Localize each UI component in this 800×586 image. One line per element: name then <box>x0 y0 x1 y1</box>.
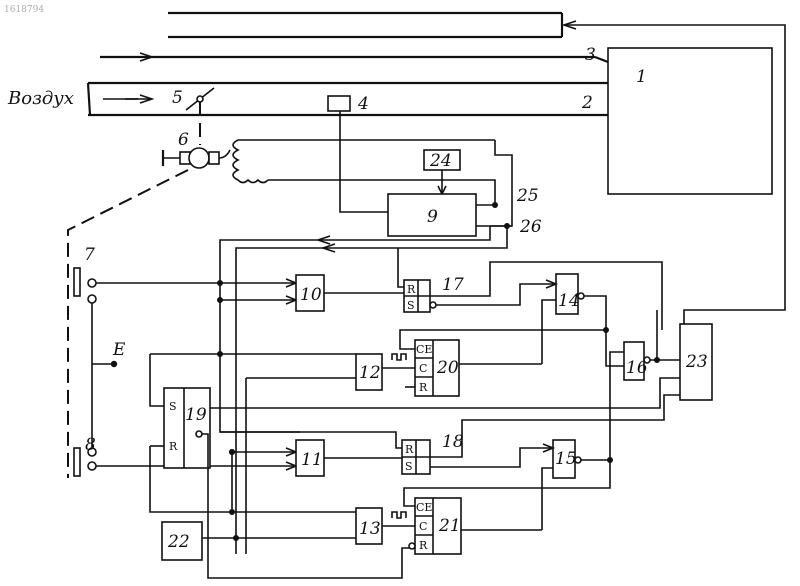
switch-7 <box>74 268 96 303</box>
inverter-bubble <box>575 457 581 463</box>
pin-r-20: R <box>419 381 428 394</box>
document-number: 1618794 <box>4 5 44 15</box>
pin-r-17: R <box>407 283 416 296</box>
label-7: 7 <box>84 245 95 265</box>
pin-s-18: S <box>405 460 413 473</box>
block-1-label: 1 <box>636 67 647 87</box>
block-4-label: 4 <box>357 94 369 114</box>
pulse-symbol <box>392 354 406 360</box>
block-22-label: 22 <box>167 532 190 552</box>
junction <box>217 351 223 357</box>
gate-15-label: 15 <box>555 449 577 469</box>
block-23-label: 23 <box>685 352 708 372</box>
block-10-label: 10 <box>300 285 322 305</box>
junction <box>217 280 223 286</box>
inverter-bubble <box>578 293 584 299</box>
label-25: 25 <box>516 186 539 206</box>
stepper-motor <box>163 148 230 168</box>
wire-21-15 <box>542 468 553 530</box>
label-3: 3 <box>585 45 596 65</box>
block-13-label: 13 <box>359 519 381 539</box>
label-5: 5 <box>172 88 183 108</box>
air-label: Воздух <box>7 88 74 109</box>
inverter-bubble <box>196 431 202 437</box>
trigger-19-label: 19 <box>185 405 207 425</box>
block-4 <box>328 96 350 111</box>
bus-a <box>220 226 490 432</box>
pin-r-19: R <box>169 440 178 453</box>
label-6: 6 <box>178 130 189 150</box>
label-2: 2 <box>581 93 593 113</box>
block-11-label: 11 <box>301 450 323 470</box>
pulse-symbol <box>392 512 406 518</box>
wire-19-s <box>150 354 164 406</box>
pipe-3 <box>100 53 608 62</box>
label-8: 8 <box>85 435 96 455</box>
pin-ce-20: CE <box>416 343 432 356</box>
pin-ce-21: CE <box>416 501 432 514</box>
wire-17-out <box>430 262 662 330</box>
wire-15-out <box>581 352 624 460</box>
trigger-18-label: 18 <box>442 432 464 452</box>
exhaust-pipe <box>168 13 562 37</box>
block-24-label: 24 <box>429 151 452 171</box>
inverter-bubble <box>644 357 650 363</box>
label-e: E <box>112 340 126 360</box>
junction-25 <box>492 202 498 208</box>
pin-r-18: R <box>405 443 414 456</box>
block-9-label: 9 <box>427 207 438 227</box>
terminal-e <box>111 361 117 367</box>
gate-14-label: 14 <box>558 291 580 311</box>
block-1 <box>608 48 772 194</box>
junction <box>233 535 239 541</box>
pin-c-21: C <box>419 520 427 533</box>
inverter-bubble <box>409 543 415 549</box>
junction <box>217 297 223 303</box>
wire-20-14 <box>542 300 556 364</box>
trigger-17-label: 17 <box>442 275 464 295</box>
pin-c-20: C <box>419 362 427 375</box>
inverter-bubble <box>430 302 436 308</box>
label-26: 26 <box>519 217 542 237</box>
sensor-4-wire <box>340 111 388 212</box>
pin-s-17: S <box>407 299 415 312</box>
wire-17-in <box>398 248 404 287</box>
block-12-label: 12 <box>359 363 381 383</box>
counter-20-label: 20 <box>436 358 459 378</box>
counter-21-label: 21 <box>438 516 461 536</box>
pin-s-19: S <box>169 400 177 413</box>
pin-r-21: R <box>419 539 428 552</box>
